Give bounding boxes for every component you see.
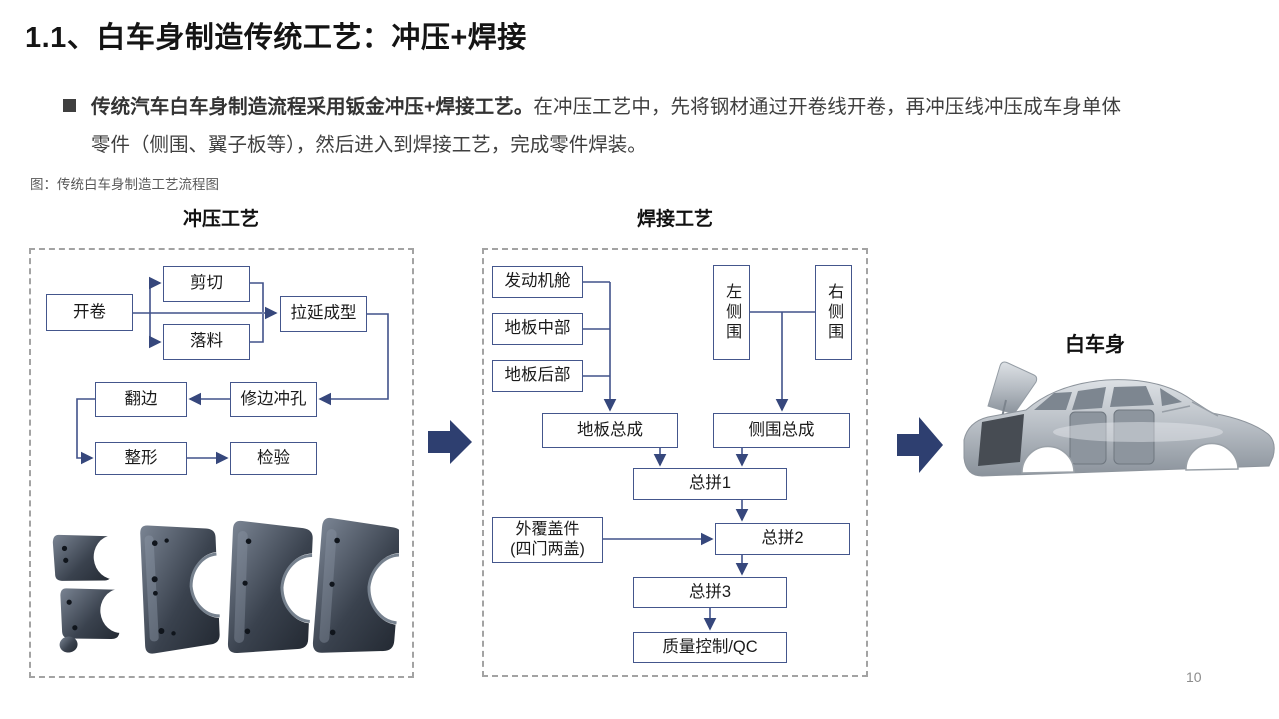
flow-node-engine-bay: 发动机舱: [492, 266, 583, 298]
flow-node-uncoiling: 开卷: [46, 294, 133, 331]
stamped-parts-photo: [52, 517, 399, 654]
flow-node-main-assembly-1: 总拼1: [633, 468, 787, 500]
flow-node-side-assembly: 侧围总成: [713, 413, 850, 448]
page-number: 10: [1186, 669, 1202, 685]
stamping-section-title: 冲压工艺: [182, 209, 259, 230]
bullet-lead-text: 传统汽车白车身制造流程采用钣金冲压+焊接工艺。: [91, 96, 534, 118]
flow-node-flanging: 翻边: [95, 382, 187, 417]
flow-node-blanking: 落料: [163, 324, 250, 360]
flow-node-floor-mid: 地板中部: [492, 313, 583, 345]
flow-node-left-side: 左侧围: [713, 265, 750, 360]
stamping-panel-border: [29, 248, 414, 678]
flow-node-outer-panels: 外覆盖件 (四门两盖): [492, 517, 603, 563]
welding-panel-border: [482, 248, 868, 677]
flow-node-floor-assembly: 地板总成: [542, 413, 678, 448]
flow-node-main-assembly-3: 总拼3: [633, 577, 787, 608]
page-title: 1.1、白车身制造传统工艺：冲压+焊接: [25, 22, 527, 54]
flow-node-main-assembly-2: 总拼2: [715, 523, 850, 555]
flow-node-trim-pierce: 修边冲孔: [230, 382, 317, 417]
welding-section-title: 焊接工艺: [636, 209, 713, 230]
big-arrow-stamping-to-welding: [428, 420, 472, 464]
body-in-white-photo: [963, 361, 1275, 477]
flow-node-shearing: 剪切: [163, 266, 250, 302]
flow-node-right-side: 右侧围: [815, 265, 852, 360]
flow-node-restrike: 整形: [95, 442, 187, 475]
big-arrow-welding-to-biw: [897, 417, 943, 473]
flow-node-draw-forming: 拉延成型: [280, 296, 367, 332]
flow-node-inspection: 检验: [230, 442, 317, 475]
bullet-body-text: 在冲压工艺中，先将钢材通过开卷线开卷，再冲压线冲压成车身单体零件（侧围、翼子板等…: [91, 96, 1121, 156]
outer-panels-label: 外覆盖件 (四门两盖): [510, 520, 585, 560]
intro-bullet: 传统汽车白车身制造流程采用钣金冲压+焊接工艺。在冲压工艺中，先将钢材通过开卷线开…: [63, 88, 1121, 164]
flow-node-qc: 质量控制/QC: [633, 632, 787, 663]
outer-panels-line2: (四门两盖): [510, 541, 585, 558]
bullet-square-icon: [63, 99, 76, 112]
result-label: 白车身: [1065, 334, 1125, 356]
figure-caption: 图：传统白车身制造工艺流程图: [30, 177, 219, 192]
outer-panels-line1: 外覆盖件: [515, 521, 580, 538]
flow-node-floor-rear: 地板后部: [492, 360, 583, 392]
